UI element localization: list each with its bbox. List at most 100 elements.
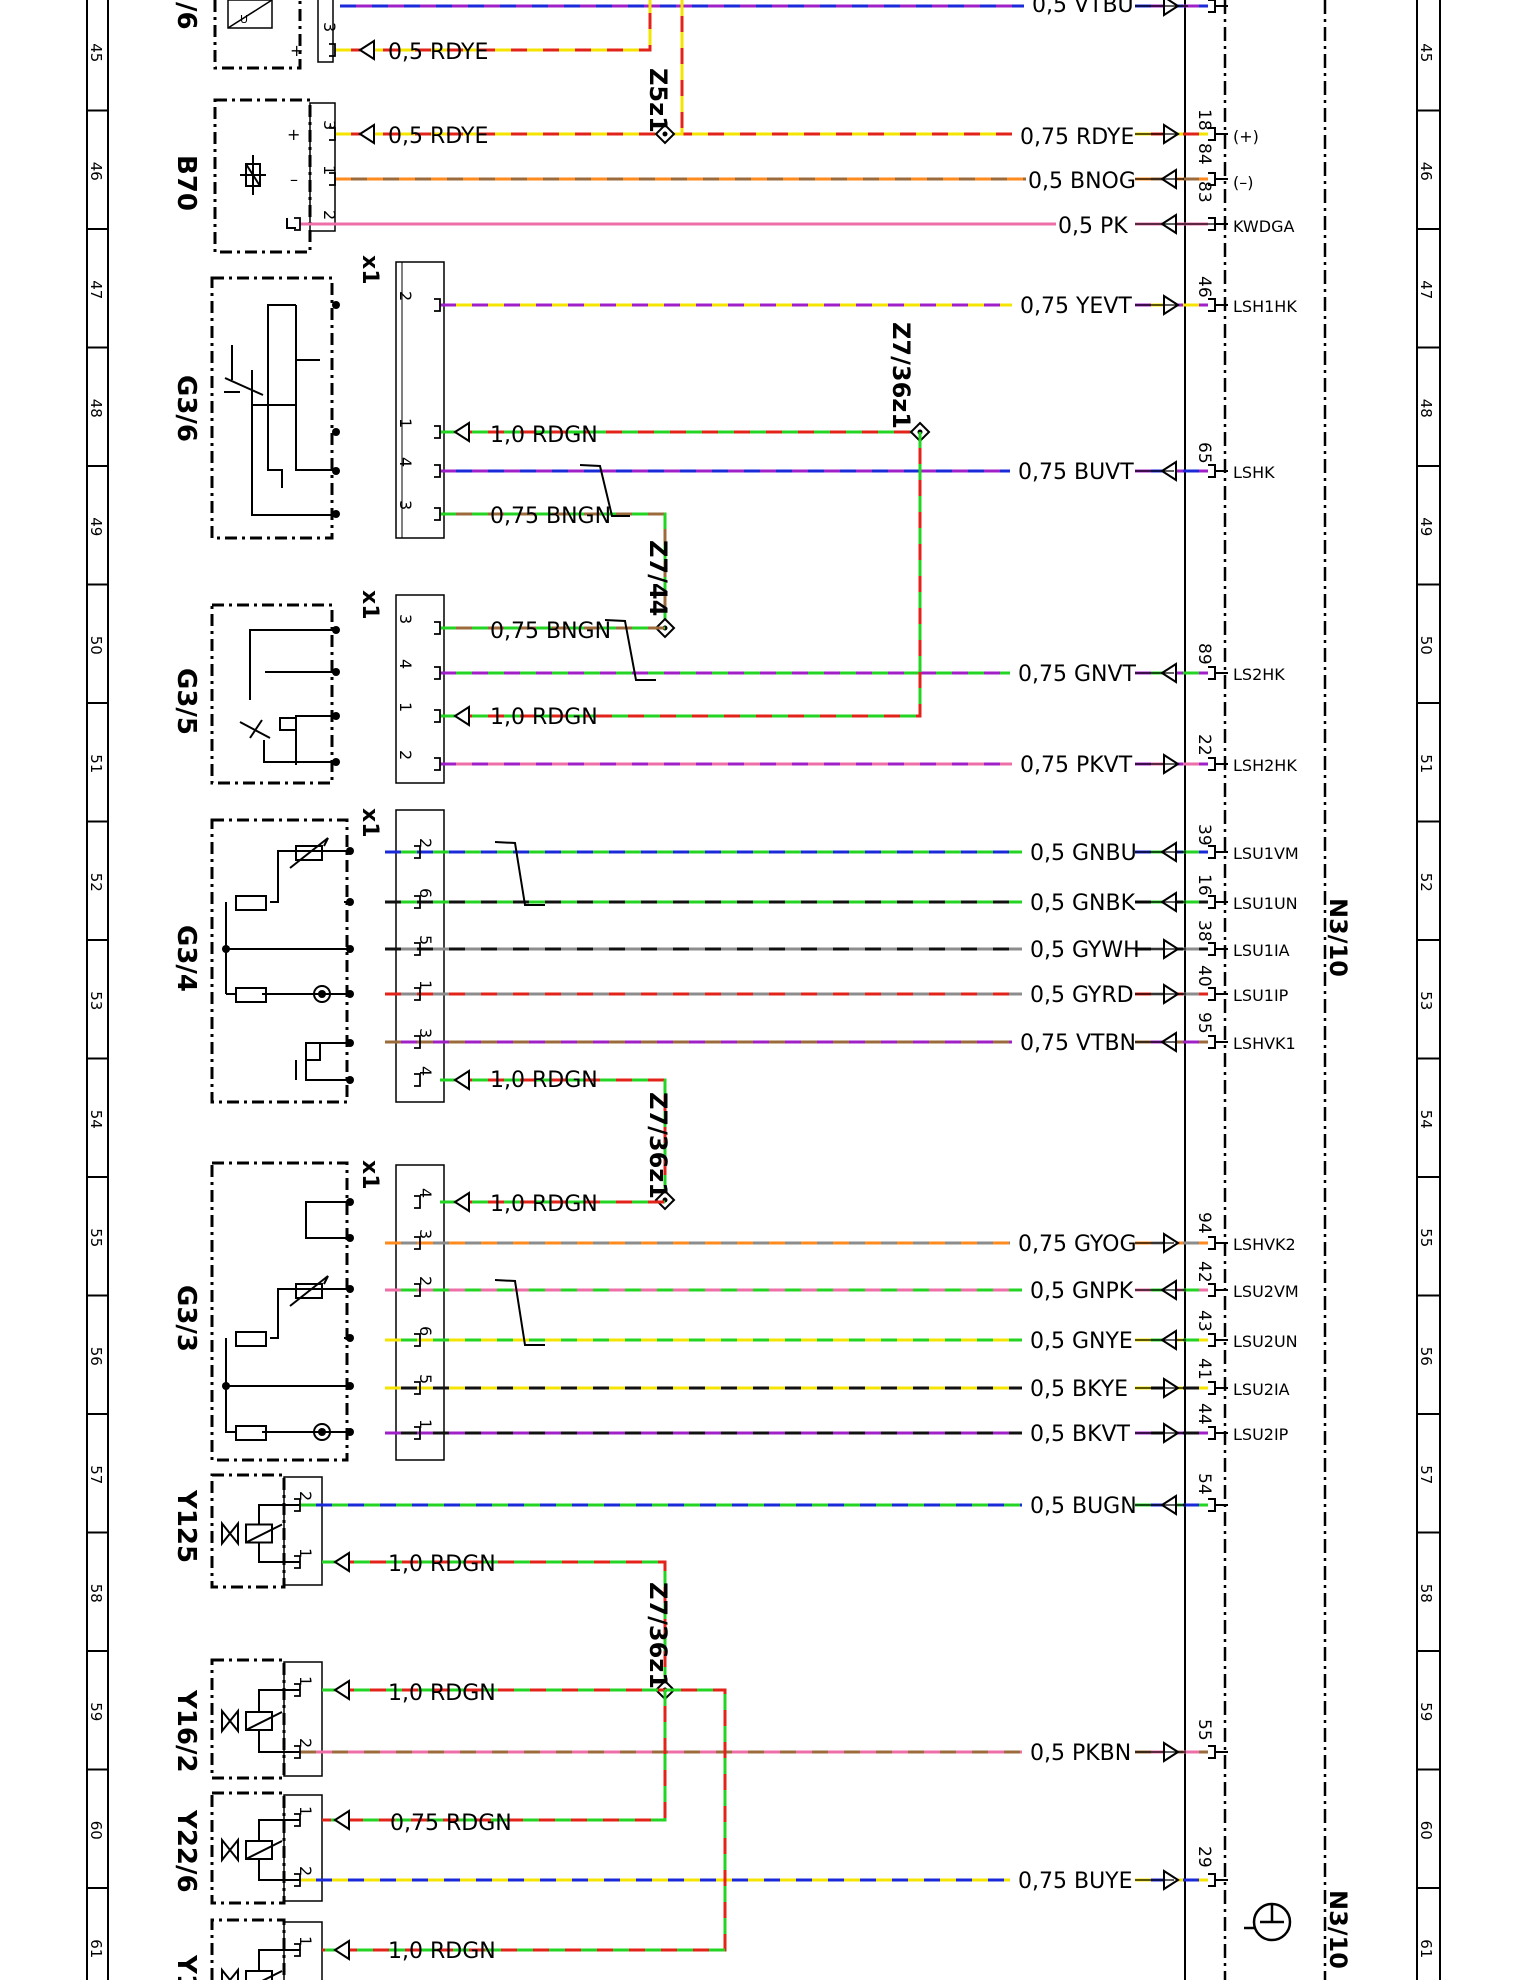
connector-terminal — [414, 1333, 421, 1347]
signal-name: LSH2HK — [1233, 756, 1297, 775]
junction-dot — [346, 1428, 354, 1436]
module-terminal — [1208, 942, 1228, 956]
module-pin: 54 — [1194, 1473, 1214, 1495]
connector-terminal — [434, 666, 441, 680]
junction-dot — [346, 1334, 354, 1342]
wire-label: 1,0 RDGN — [490, 705, 598, 730]
connector-pin: 5 — [416, 1374, 435, 1384]
connector-pin: 3 — [396, 614, 415, 624]
module-terminal — [1208, 757, 1228, 771]
splice-dot — [662, 131, 668, 137]
module-terminal — [1208, 0, 1228, 13]
component-y22-6 — [210, 1791, 323, 1905]
splice-label-z7-44: Z7/44 — [644, 540, 672, 616]
connector-pin: 6 — [416, 1326, 435, 1336]
wire-label: 0,75 RDYE — [1020, 125, 1134, 150]
module-terminal — [1208, 464, 1228, 478]
wire-label: 1,0 RDGN — [388, 1939, 496, 1964]
arrow-icon — [453, 705, 470, 727]
junction-dot — [222, 945, 230, 953]
connector-terminal — [414, 845, 421, 859]
row-number: 60 — [1417, 1821, 1435, 1840]
valve-body-icon — [221, 1708, 239, 1734]
arrow-icon — [358, 39, 375, 61]
wire-label: 0,5 BKYE — [1030, 1377, 1128, 1402]
connector-pin: 4 — [396, 457, 415, 467]
connector-pin: 2 — [296, 1866, 315, 1876]
valve-lead — [245, 1819, 300, 1881]
connector-label-g3-6: x1 — [357, 255, 382, 285]
module-pin: 84 — [1194, 143, 1214, 165]
junction-dot — [346, 1285, 354, 1293]
component-top-symbol: U — [227, 0, 334, 63]
component-label-top: /6 — [171, 2, 201, 30]
row-number: 54 — [1417, 1110, 1435, 1129]
module-terminal — [1208, 895, 1228, 909]
wire-label: 0,75 YEVT — [1020, 294, 1132, 319]
connector-terminal — [434, 757, 441, 771]
arrow-icon — [1163, 0, 1180, 17]
junction-dot — [318, 1428, 326, 1436]
component-label-g3-3: G3/3 — [171, 1285, 201, 1352]
arrow-icon — [333, 1551, 350, 1573]
wire-label: 0,75 BNGN — [490, 504, 611, 529]
wire-trace-stripe — [322, 1688, 727, 1952]
wire-label: 1,0 RDGN — [490, 423, 598, 448]
row-number: 59 — [87, 1702, 105, 1721]
control-module-n3-10: N3/10 N3/10 — [1184, 0, 1352, 1980]
signal-name: LSU1IP — [1233, 986, 1289, 1005]
wire-label: 0,5 VTBU — [1032, 0, 1134, 18]
signal-name: LSU1VM — [1233, 844, 1299, 863]
row-number: 57 — [87, 1465, 105, 1484]
junction-dot — [332, 428, 340, 436]
connector-label-g3-4: x1 — [357, 808, 382, 838]
module-pin: 83 — [1194, 181, 1214, 203]
row-number: 46 — [87, 162, 105, 181]
junction-dot — [346, 1198, 354, 1206]
pin-mark: + — [290, 41, 303, 60]
connector-pin: 2 — [416, 1276, 435, 1286]
row-number: 52 — [1417, 873, 1435, 892]
connector-pin: 1 — [296, 1676, 315, 1686]
arrow-icon — [358, 123, 375, 145]
module-pin: 43 — [1194, 1310, 1214, 1332]
module-terminal — [1208, 1236, 1228, 1250]
sensor-g3-3-cell-icon — [225, 1201, 350, 1441]
signal-name: LSH1HK — [1233, 297, 1297, 316]
junction-dot — [346, 990, 354, 998]
module-pin: 38 — [1194, 920, 1214, 942]
connector-pin: 1 — [296, 1936, 315, 1946]
signal-name: LSU2IP — [1233, 1425, 1289, 1444]
component-y125 — [210, 1473, 323, 1589]
wire-trace — [440, 1078, 667, 1200]
row-number: 50 — [1417, 636, 1435, 655]
row-number: 55 — [87, 1228, 105, 1247]
valve-lead — [258, 1949, 300, 1980]
junction-dot — [346, 945, 354, 953]
row-number: 59 — [1417, 1702, 1435, 1721]
connector-terminal — [294, 1745, 301, 1759]
wire-trace-stripe — [440, 512, 667, 628]
arrow-icon — [333, 1679, 350, 1701]
row-number: 58 — [1417, 1584, 1435, 1603]
junction-dot — [332, 712, 340, 720]
module-terminal — [1208, 987, 1228, 1001]
row-number: 51 — [1417, 754, 1435, 773]
valve-body-icon — [221, 1837, 239, 1863]
module-pin: 94 — [1194, 1212, 1214, 1234]
row-number: 45 — [87, 43, 105, 62]
junction-dot — [332, 626, 340, 634]
connector-pin: 2 — [396, 750, 415, 760]
module-name: N3/10 — [1324, 898, 1352, 977]
component-label-y16-2: Y16/2 — [171, 1689, 201, 1773]
connector-label-g3-5: x1 — [357, 590, 382, 620]
connector-terminal — [294, 1873, 301, 1887]
wire-trace — [590, 432, 922, 718]
connector-pin: 4 — [396, 659, 415, 669]
connector-pin: 5 — [416, 935, 435, 945]
junction-dot — [222, 1382, 230, 1390]
module-terminal — [1208, 1498, 1228, 1512]
row-number: 46 — [1417, 162, 1435, 181]
arrow-icon — [333, 1939, 350, 1961]
